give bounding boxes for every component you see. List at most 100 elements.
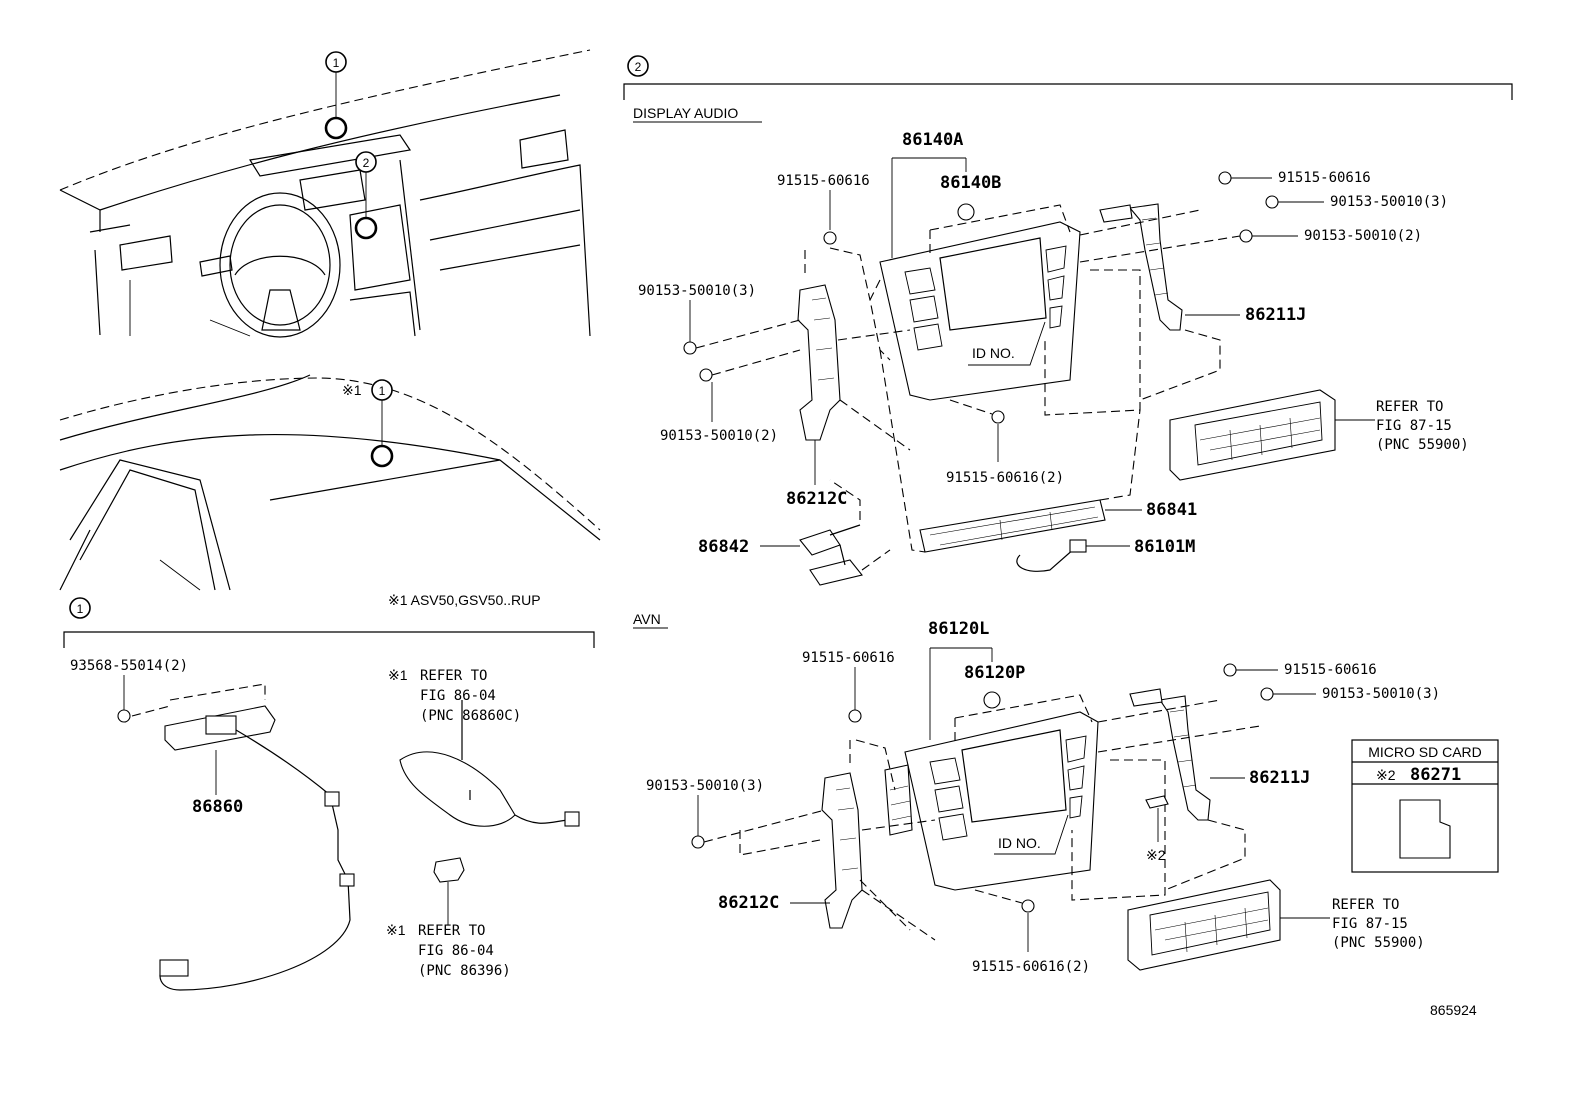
label-90153-left-avn: 90153-50010(3) xyxy=(646,778,764,794)
bolt-90153-left-avn xyxy=(691,835,705,849)
roof-note-mark: ※1 xyxy=(342,382,362,398)
section-2-header: 2 xyxy=(623,55,1513,100)
label-86120L: 86120L xyxy=(928,619,989,639)
bracket-86211J-da xyxy=(1128,203,1183,331)
antenna-ref-2: FIG 86-04 xyxy=(420,688,496,704)
callout-2-section-label: 2 xyxy=(635,60,642,74)
shark-antenna xyxy=(399,751,516,827)
label-90153-right1-da: 90153-50010(3) xyxy=(1330,194,1448,210)
label-91515-left-da: 91515-60616 xyxy=(777,173,870,189)
da-refer-1: REFER TO xyxy=(1376,399,1443,415)
screw-91515-right-da xyxy=(1218,171,1232,185)
avn-note-mark2: ※2 xyxy=(1146,847,1166,863)
label-90153-right2-da: 90153-50010(2) xyxy=(1304,228,1422,244)
label-91515-bottom-avn: 91515-60616(2) xyxy=(972,959,1090,975)
bracket-86211J-avn xyxy=(1159,695,1211,821)
climate-panel-da xyxy=(1169,389,1336,481)
bolt-93568 xyxy=(117,709,131,723)
callout-2-dash-label: 2 xyxy=(363,156,370,170)
bolt-90153-right-avn xyxy=(1260,687,1274,701)
label-90153-left2-da: 90153-50010(2) xyxy=(660,428,778,444)
screw-91515-bottom-avn xyxy=(1021,899,1035,913)
bolt-90153-right2-da xyxy=(1239,229,1253,243)
antenna-connector xyxy=(564,811,580,827)
label-86212C-avn: 86212C xyxy=(718,893,779,913)
avn-refer-2: FIG 87-15 xyxy=(1332,916,1408,932)
label-86140B: 86140B xyxy=(940,173,1001,193)
head-unit-86120L xyxy=(904,711,1099,891)
pad-ref-1: REFER TO xyxy=(418,923,485,939)
label-91515-left-avn: 91515-60616 xyxy=(802,650,895,666)
avn-group: AVN 86120L 86120P ID NO. 86212C 91515-60… xyxy=(633,611,1440,975)
location-marker-1 xyxy=(324,116,348,140)
climate-panel-avn xyxy=(1127,879,1281,971)
label-91515-right-da: 91515-60616 xyxy=(1278,170,1371,186)
callout-1-section xyxy=(69,597,91,619)
harness-86842-b xyxy=(809,559,863,586)
callout-2-section xyxy=(627,55,649,77)
connector-c xyxy=(159,959,189,977)
callout-1-top-label: 1 xyxy=(333,56,340,70)
module-86860-box xyxy=(205,715,237,735)
location-marker-1-roof xyxy=(370,444,394,468)
label-86140A: 86140A xyxy=(902,130,963,150)
pad-ref-2: FIG 86-04 xyxy=(418,943,494,959)
callout-1-roof-label: 1 xyxy=(379,384,386,398)
label-86120P: 86120P xyxy=(964,663,1025,683)
callout-1-top xyxy=(325,51,347,73)
screw-91515-bottom-da xyxy=(991,410,1005,424)
bracket-86212C-da xyxy=(797,284,841,441)
antenna-ref-3: (PNC 86860C) xyxy=(420,708,521,724)
callout-1-roof xyxy=(371,379,393,401)
avn-refer-3: (PNC 55900) xyxy=(1332,935,1425,951)
bolt-90153-left1-da xyxy=(683,341,697,355)
label-86271: 86271 xyxy=(1410,765,1461,785)
label-86212C-da: 86212C xyxy=(786,489,847,509)
screw-91515-left-avn xyxy=(848,709,862,723)
screw-91515-left-da xyxy=(823,231,837,245)
sd-card-note: ※2 xyxy=(1376,767,1396,783)
label-91515-bottom-da: 91515-60616(2) xyxy=(946,470,1064,486)
pad-ref-3: (PNC 86396) xyxy=(418,963,511,979)
bracket-tab-avn xyxy=(1129,688,1163,707)
label-91515-right-avn: 91515-60616 xyxy=(1284,662,1377,678)
location-marker-2 xyxy=(354,216,378,240)
callout-2-dash xyxy=(355,151,377,173)
label-86211J-avn: 86211J xyxy=(1249,768,1310,788)
pad-note-mark: ※1 xyxy=(386,922,406,938)
antenna-note-mark: ※1 xyxy=(388,667,408,683)
display-audio-group: DISPLAY AUDIO 86140A 86140B ID NO. 86212… xyxy=(633,105,1469,586)
id-no-label-da: ID NO. xyxy=(972,345,1015,361)
sd-card-icon xyxy=(1399,799,1451,859)
da-refer-3: (PNC 55900) xyxy=(1376,437,1469,453)
bracket-86212C-avn xyxy=(821,772,863,929)
knob-86140B xyxy=(957,203,975,221)
sd-card-box: MICRO SD CARD ※2 86271 xyxy=(1351,739,1499,873)
bolt-90153-right1-da xyxy=(1265,195,1279,209)
label-90153-right-avn: 90153-50010(3) xyxy=(1322,686,1440,702)
label-90153-left1-da: 90153-50010(3) xyxy=(638,283,756,299)
diagram-id: 865924 xyxy=(1430,1002,1477,1018)
knob-86120P xyxy=(983,691,1001,709)
id-no-label-avn: ID NO. xyxy=(998,835,1041,851)
bracket-tab-da xyxy=(1099,204,1133,223)
section-1: 1 93568-55014(2) 86860 ※1 REFER TO FIG 8… xyxy=(63,597,595,991)
label-86211J-da: 86211J xyxy=(1245,305,1306,325)
connector-a xyxy=(324,791,340,807)
antenna-ref-1: REFER TO xyxy=(420,668,487,684)
antenna-pad xyxy=(433,857,465,883)
roof-view: 1 ※1 ※1 ASV50,GSV50..RUP xyxy=(59,374,601,608)
avn-refer-1: REFER TO xyxy=(1332,897,1399,913)
head-unit-86140A xyxy=(879,221,1081,401)
screw-91515-right-avn xyxy=(1223,663,1237,677)
connector-b xyxy=(339,873,355,887)
callout-1-section-label: 1 xyxy=(77,602,84,616)
label-86860: 86860 xyxy=(192,797,243,817)
label-86101M: 86101M xyxy=(1134,537,1195,557)
cable-86101M-connector xyxy=(1069,539,1087,553)
sd-card-title: MICRO SD CARD xyxy=(1368,744,1482,760)
label-86842: 86842 xyxy=(698,537,749,557)
label-93568-55014: 93568-55014(2) xyxy=(70,658,188,674)
